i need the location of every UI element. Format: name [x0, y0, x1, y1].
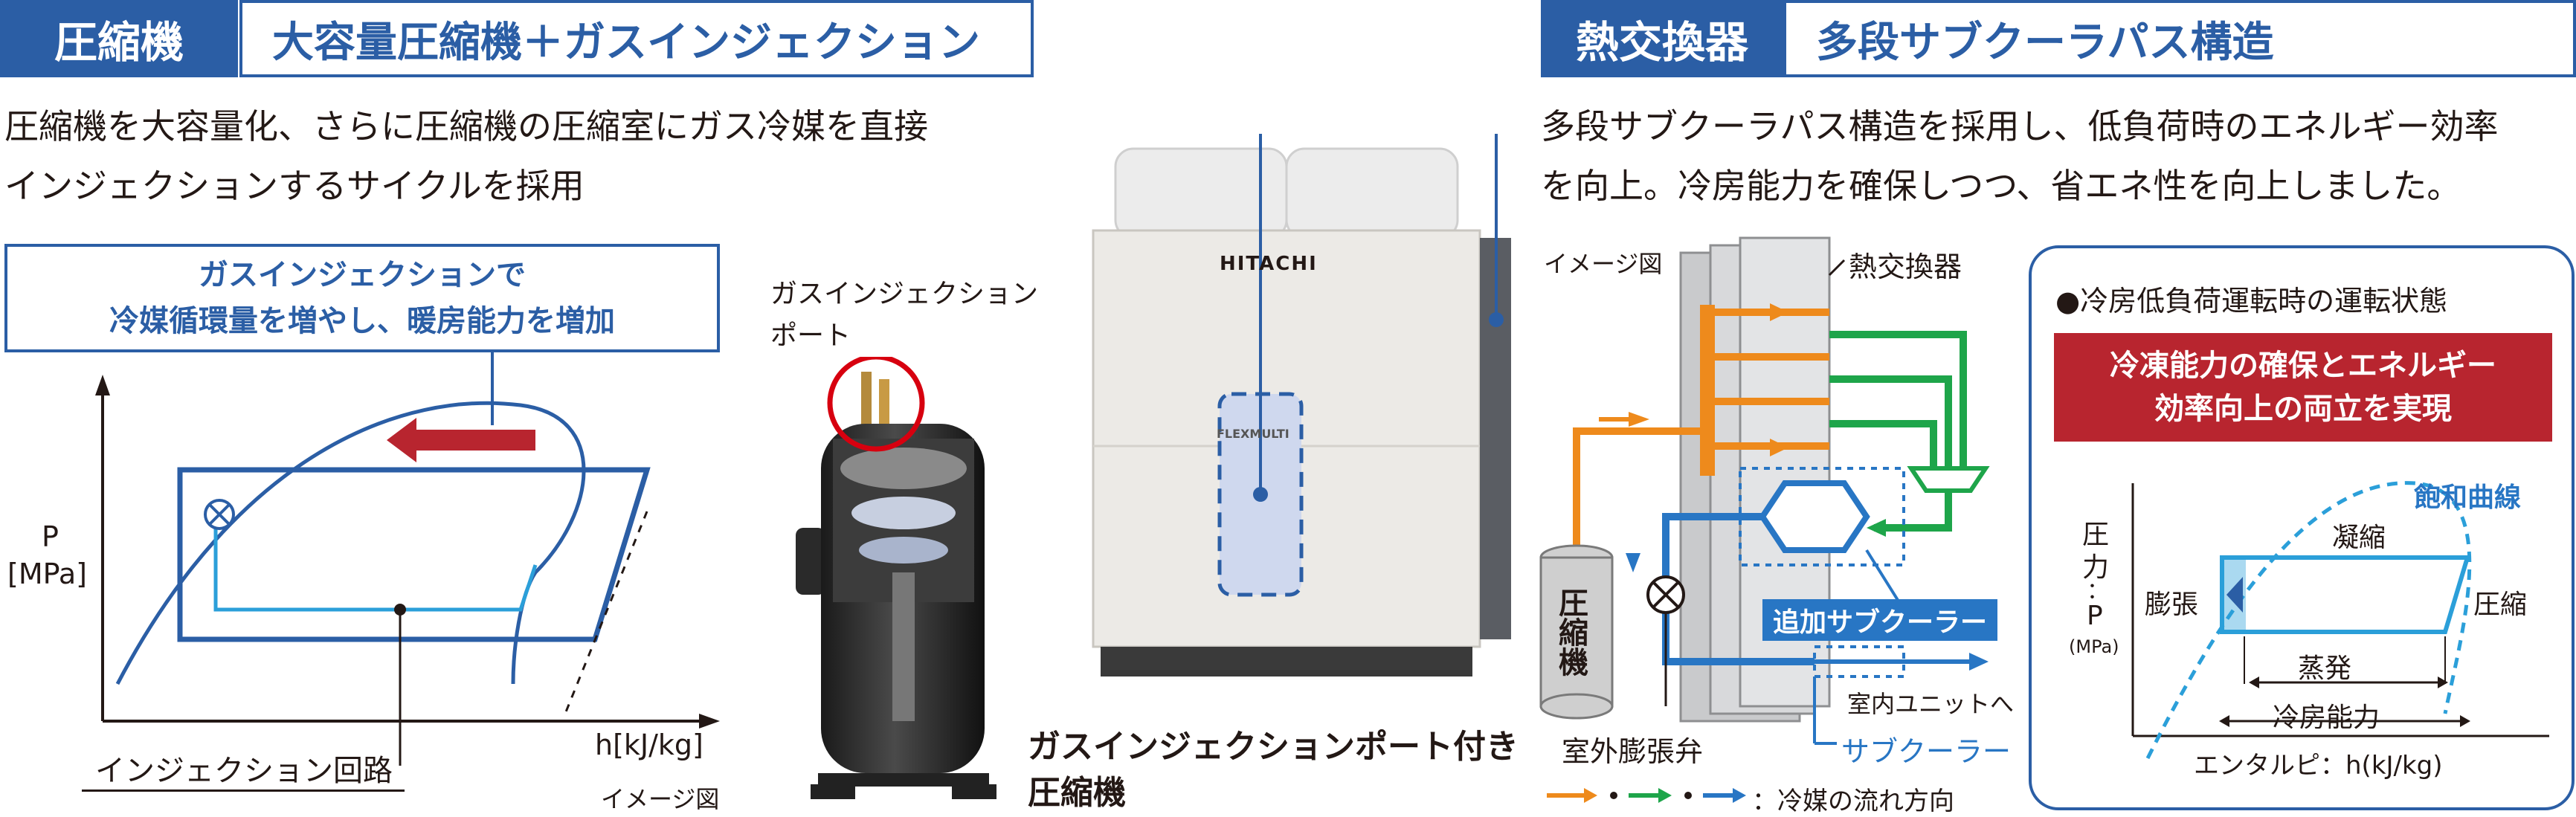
- saturation-curve-label: 飽和曲線: [2414, 482, 2522, 513]
- axis-y-unit: (MPa): [2069, 636, 2119, 657]
- heat-exchanger-title: 多段サブクーラパス構造: [1783, 0, 2576, 77]
- heat-exchanger-desc-line1: 多段サブクーラパス構造を採用し、低負荷時のエネルギー効率: [1541, 106, 2499, 146]
- axis-p-unit: [MPa]: [7, 558, 87, 590]
- axis-y-2: 力: [2082, 552, 2110, 583]
- unit-model: FLEXMULTI: [1217, 427, 1289, 441]
- heat-exchanger-label: 熱交換器: [1849, 251, 1962, 283]
- ph-diagram-left: [95, 349, 720, 766]
- injection-circuit-underline: [82, 789, 405, 792]
- compressor-desc-line2: インジェクションするサイクルを採用: [4, 166, 585, 206]
- heat-exchanger-desc-line2: を向上。冷房能力を確保しつつ、省エネ性を向上しました。: [1541, 166, 2461, 206]
- compressor-vertical-label: 圧縮機: [1553, 587, 1588, 676]
- injection-circuit-label: インジェクション回路: [95, 754, 393, 788]
- red-line1: 冷凍能力の確保とエネルギー: [2110, 349, 2496, 383]
- gas-injection-callout: ガスインジェクションで 冷媒循環量を増やし、暖房能力を増加: [4, 244, 720, 352]
- indoor-unit-label: 室内ユニットへ: [1847, 690, 2015, 718]
- axis-y-3: ：: [2087, 578, 2109, 604]
- axis-h-label: h[kJ/kg]: [595, 729, 703, 761]
- compressor-desc-line1: 圧縮機を大容量化、さらに圧縮機の圧縮室にガス冷媒を直接: [4, 106, 928, 146]
- compression-label: 圧縮: [2473, 590, 2528, 620]
- image-note-right: イメージ図: [1544, 250, 1663, 278]
- compressor-tag: 圧縮機: [0, 0, 238, 77]
- image-note-left: イメージ図: [601, 785, 720, 813]
- heat-exchanger-tag: 熱交換器: [1541, 0, 1783, 77]
- compressor-caption-2: 圧縮機: [1028, 774, 1126, 812]
- axis-x-label: エンタルピ：h(kJ/kg): [2194, 751, 2443, 781]
- panel-red-box: 冷凍能力の確保とエネルギー 効率向上の両立を実現: [2054, 333, 2552, 442]
- outdoor-unit-image: [1092, 134, 1511, 676]
- flow-legend-label: ：冷媒の流れ方向: [1752, 787, 1954, 816]
- expansion-label: 膨張: [2145, 590, 2199, 620]
- gas-injection-port-label-2: ポート: [770, 320, 851, 351]
- axis-y-1: 圧: [2082, 520, 2110, 550]
- unit-brand: HITACHI: [1220, 253, 1318, 275]
- axis-y-4: P: [2087, 601, 2103, 631]
- gas-injection-port-label-1: ガスインジェクション: [770, 279, 1039, 309]
- callout-line2: 冷媒循環量を増やし、暖房能力を増加: [109, 304, 615, 338]
- compressor-image: [796, 357, 996, 799]
- compressor-caption-1: ガスインジェクションポート付き: [1028, 728, 1519, 766]
- evaporation-label: 蒸発: [2298, 653, 2352, 684]
- condensation-label: 凝縮: [2332, 523, 2386, 553]
- axis-p-label: P: [42, 520, 59, 553]
- cooling-capacity-label: 冷房能力: [2273, 703, 2380, 733]
- subcooler-label: サブクーラー: [1841, 735, 2012, 768]
- compressor-title: 大容量圧縮機＋ガスインジェクション: [239, 0, 1034, 77]
- added-subcooler-badge: 追加サブクーラー: [1762, 599, 1997, 641]
- panel-heading: ●冷房低負荷運転時の運転状態: [2055, 285, 2448, 317]
- expansion-valve-label: 室外膨張弁: [1562, 735, 1704, 768]
- red-line2: 効率向上の両立を実現: [2154, 392, 2452, 426]
- ph-diagram-right: [2131, 481, 2549, 760]
- callout-line1: ガスインジェクションで: [199, 258, 526, 292]
